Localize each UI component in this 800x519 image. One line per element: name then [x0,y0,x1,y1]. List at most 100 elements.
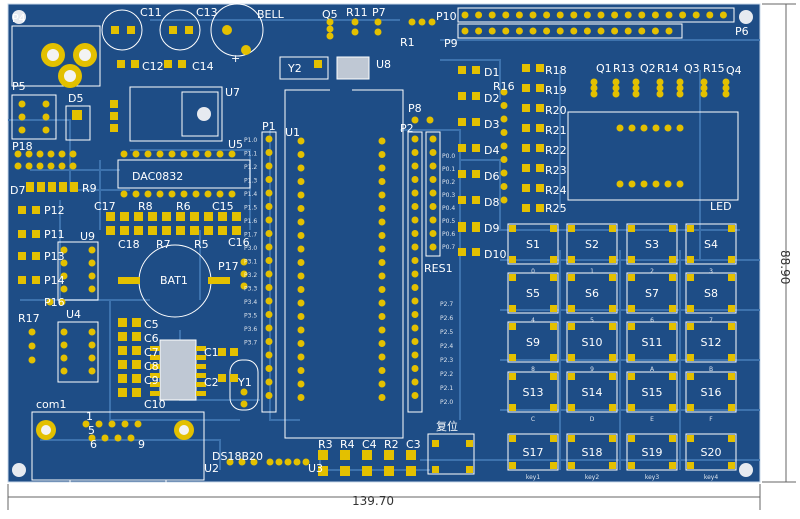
u1-pin [378,232,386,239]
dac-pin [156,150,164,158]
cap-pad [106,212,115,221]
silk-d3: D3 [484,118,499,131]
silk-p13: P13 [44,250,65,263]
passive-pad [362,466,372,476]
p9-pin [529,27,537,35]
cap-pad [132,360,141,369]
key-pad [609,435,616,442]
key-pad [550,354,557,361]
u4-pin [88,367,96,375]
u1-pin [378,286,386,293]
u1-pin [378,272,386,280]
dac-pin [132,150,140,158]
key-s6[interactable]: S65 [566,272,618,324]
dac-pin [132,190,140,198]
p1-pin-label: P1.3 [244,178,257,185]
cap-pad [134,212,143,221]
key-label: S7 [645,287,659,300]
key-s2[interactable]: S21 [566,223,618,275]
key-s9[interactable]: S98 [507,321,559,373]
pad-layer [14,11,730,476]
silk-p10: P10 [436,10,457,23]
u4-outline [57,321,99,383]
u9-pin [60,246,68,254]
key-outline [626,321,678,363]
p2-pin [411,216,419,224]
key-pad [669,404,676,411]
key-label: S8 [704,287,718,300]
p18-pin [36,150,44,158]
p1-pin-label: P1.1 [244,151,257,158]
p1-pin [265,311,273,318]
silk-r24: R24 [545,184,567,197]
p6-pin [583,11,591,19]
dac-pin [156,190,164,198]
p2-pin-label: P2.0 [440,399,453,406]
p5-pin [42,126,50,134]
p6-pin [488,11,496,19]
silk-r15: R15 [703,62,725,75]
transistor-pin [590,84,598,92]
silk-p16: P16 [44,296,65,309]
key-s8[interactable]: S8 7 [685,272,737,324]
key-s7[interactable]: S76 [626,272,678,324]
u2-pin [302,458,310,466]
key-pad [568,373,575,380]
p6-pin [665,11,673,19]
key-pad [509,305,516,312]
key-s1[interactable]: S10 [507,223,559,275]
led-pin [664,124,672,132]
p2-pin [411,162,419,170]
transistor-pin [676,90,684,98]
key-sub-label: 7 [709,317,713,324]
p5-pin [42,100,50,108]
key-pad [728,354,735,361]
silk-ds18b20: DS18B20 [212,450,263,463]
y1-pin [240,388,248,396]
silk-p6: P6 [735,25,749,38]
p1-pin-label: P1.7 [244,232,257,239]
cap-pad [132,346,141,355]
u2-pin [266,458,274,466]
u1-pin [297,245,305,253]
silk-p18: P18 [12,140,33,153]
u1-pin [297,218,305,226]
cap-pad [118,360,127,369]
key-pad [728,373,735,380]
key-s4[interactable]: S43 [685,223,737,275]
u9-pin [60,272,68,280]
u3-pad [196,364,206,369]
dac-pin [228,190,236,198]
p6-pin [597,11,605,19]
silk-c11: C11 [140,6,162,19]
transistor-pin [656,90,664,98]
key-s5[interactable]: S54 [507,272,559,324]
u1-pin [378,299,386,307]
r16-pin [500,115,508,123]
key-outline [566,272,618,314]
key-label: S18 [582,446,603,459]
u9-pin [88,285,96,293]
dac-pin [204,190,212,198]
u1-pin [297,286,305,293]
key-label: S15 [642,386,663,399]
cap-pad [204,212,213,221]
silk-dac0832: DAC0832 [132,170,183,183]
p18-pin [69,150,77,158]
key-pad [728,256,735,263]
key-sub-label: 5 [590,317,594,324]
dac-pin [120,150,128,158]
res1-header [425,131,441,257]
key-s3[interactable]: S32 [626,223,678,275]
